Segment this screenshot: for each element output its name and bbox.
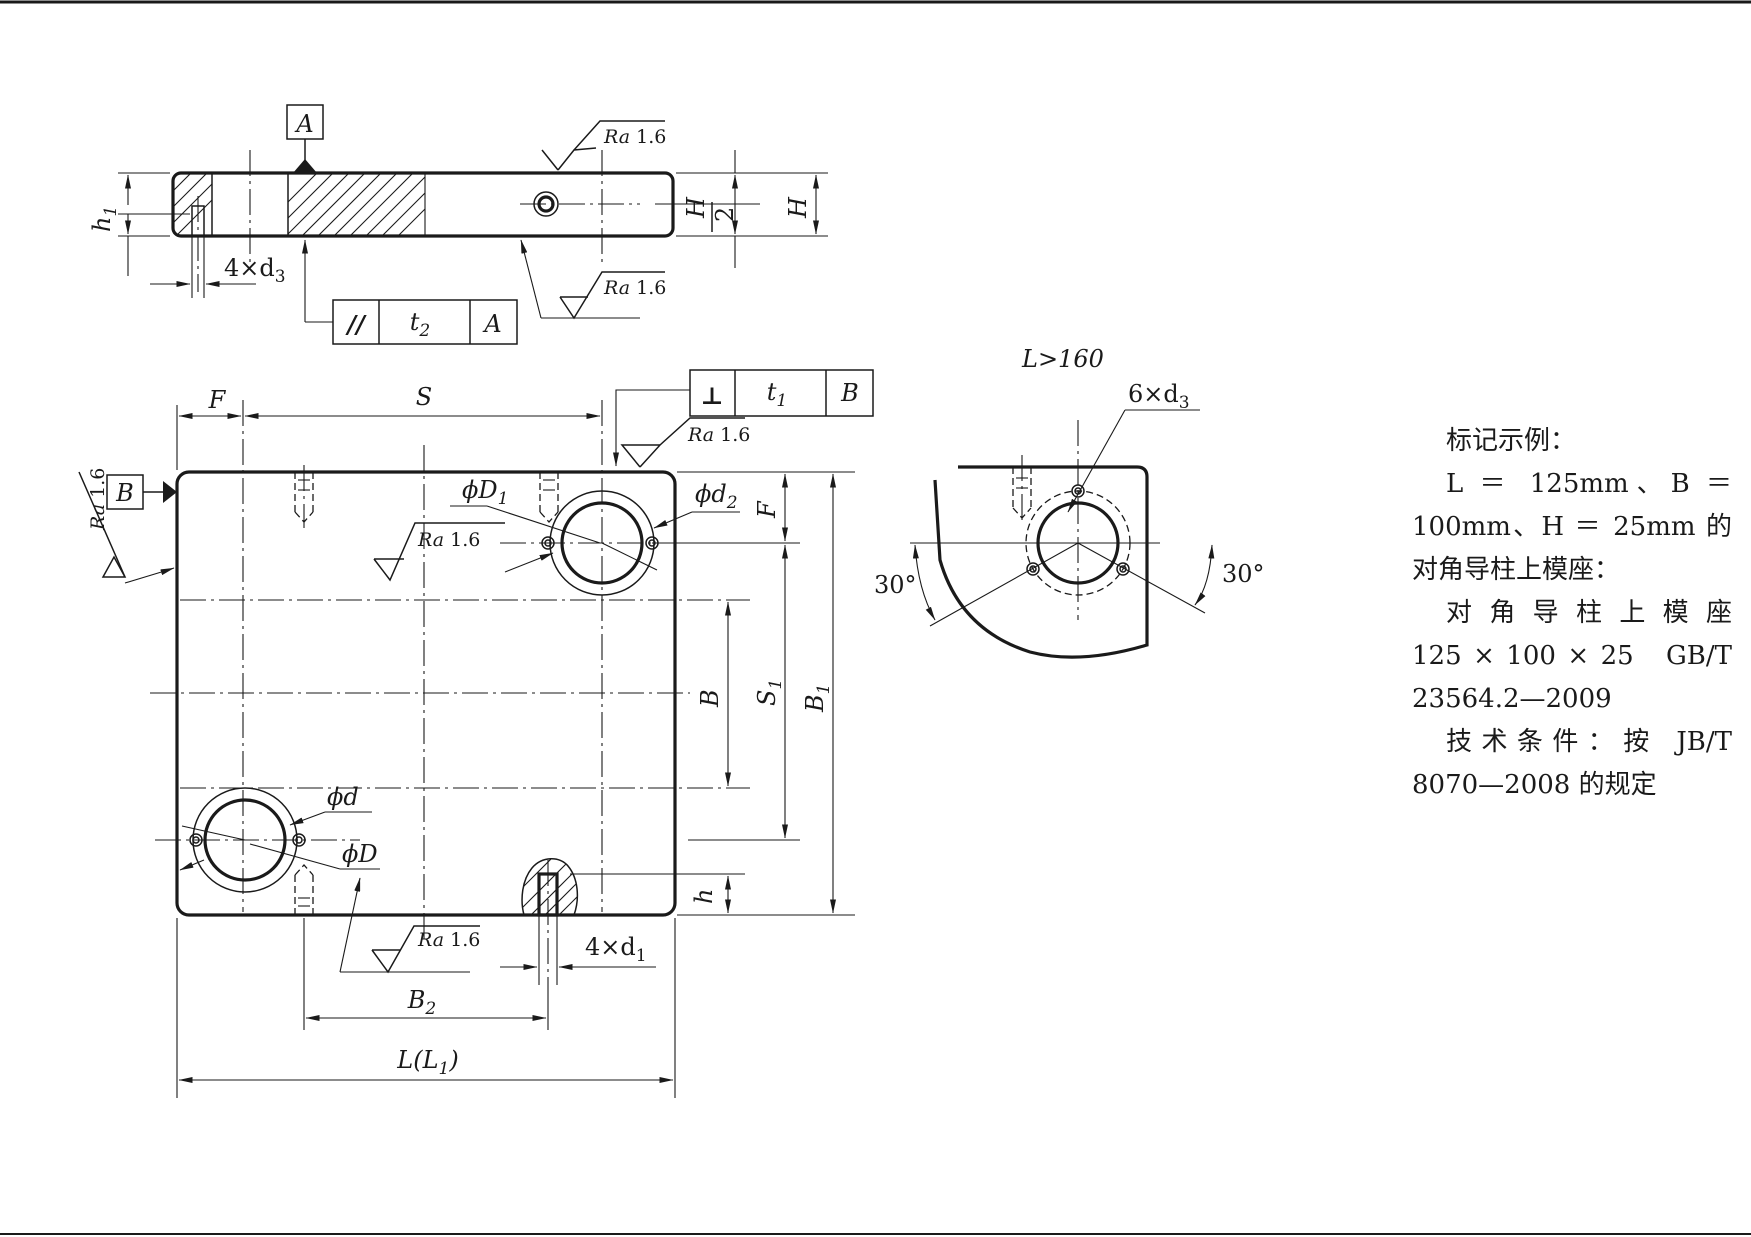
parallelism-value: t2 bbox=[410, 308, 430, 341]
L-L1-label: L(L1) bbox=[396, 1046, 458, 1079]
detail-view-outline bbox=[933, 465, 1149, 659]
dim-right-side: F S1 B B1 h bbox=[570, 471, 855, 916]
H-label: H bbox=[784, 196, 812, 219]
marking-example-note: 标记示例： L ＝ 125mm、B ＝ 100mm、H ＝ 25mm 的 对角导… bbox=[1412, 420, 1732, 807]
hidden-threaded-hole-top-left bbox=[294, 465, 314, 528]
angle-left-label: 30° bbox=[874, 571, 917, 599]
perpendicularity-symbol: ⊥ bbox=[700, 381, 723, 410]
hidden-threaded-hole-bottom-left bbox=[294, 864, 314, 915]
F-top-label: F bbox=[208, 386, 227, 414]
roughness-plan-top: Ra 1.6 bbox=[620, 417, 750, 468]
note-heading: 标记示例： bbox=[1446, 426, 1577, 456]
parallelism-symbol: // bbox=[345, 310, 367, 339]
datum-a: A bbox=[286, 104, 324, 173]
upper-hole-callouts: ϕD1 ϕd2 Ra 1.6 bbox=[373, 476, 740, 582]
note-line-1: L ＝ 125mm、B ＝ bbox=[1446, 469, 1732, 499]
detail-view-title: L>160 bbox=[1021, 345, 1104, 373]
H-over-2-den: 2 bbox=[711, 207, 739, 222]
perpendicularity-frame: ⊥ t1 B bbox=[613, 369, 874, 467]
section-hatch bbox=[288, 173, 425, 236]
side-hole-outer bbox=[533, 191, 559, 217]
datum-a-label: A bbox=[294, 110, 313, 138]
S1-label: S1 bbox=[753, 679, 786, 706]
svg-text:Ra 1.6: Ra 1.6 bbox=[417, 529, 480, 551]
side-hole-inner bbox=[537, 195, 555, 213]
side-view bbox=[171, 150, 675, 292]
dim-4d1: 4×d1 bbox=[500, 915, 656, 985]
B2-label: B2 bbox=[407, 986, 436, 1019]
S-label: S bbox=[416, 383, 432, 411]
lower-hole-callouts: ϕd ϕD Ra 1.6 bbox=[179, 783, 480, 974]
note-line-3: 对角导柱上模座： bbox=[1412, 555, 1621, 585]
hidden-threaded-hole-top-right bbox=[539, 472, 559, 523]
guide-bore-lower bbox=[203, 798, 287, 882]
svg-text:Ra 1.6: Ra 1.6 bbox=[603, 277, 666, 299]
phiD-label: ϕD bbox=[342, 840, 378, 868]
note-line-5: 125 × 100 × 25 GB/T bbox=[1412, 641, 1732, 671]
dim-H: H 2 H bbox=[655, 150, 828, 268]
note-line-2: 100mm、H ＝ 25mm 的 bbox=[1412, 512, 1732, 542]
roughness-side-top: Ra 1.6 bbox=[541, 120, 666, 171]
datum-b: B bbox=[106, 474, 177, 510]
h1-label: h1 bbox=[88, 206, 121, 232]
parallelism-datum: A bbox=[482, 310, 501, 338]
perpendicularity-datum: B bbox=[840, 379, 859, 407]
broken-out-section bbox=[521, 858, 579, 980]
h-label: h bbox=[690, 889, 718, 904]
angle-right-label: 30° bbox=[1222, 560, 1265, 588]
note-line-7: 技术条件：按 JB/T bbox=[1446, 727, 1732, 757]
roughness-side-bottom: Ra 1.6 bbox=[520, 239, 666, 320]
detail-view: L>160 6×d3 30° 30° bbox=[874, 345, 1265, 659]
perpendicularity-value: t1 bbox=[767, 378, 787, 411]
B1-label: B1 bbox=[801, 684, 834, 713]
phiD1-label: ϕD1 bbox=[462, 476, 508, 509]
four-d1-label: 4×d1 bbox=[585, 933, 647, 966]
roughness-left: Ra 1.6 bbox=[78, 468, 175, 584]
F-side-label: F bbox=[753, 500, 781, 519]
phid-label: ϕd bbox=[327, 783, 359, 811]
svg-text:Ra 1.6: Ra 1.6 bbox=[603, 126, 666, 148]
H-over-2-num: H bbox=[682, 196, 710, 219]
dim-F-S: F S bbox=[176, 383, 601, 470]
datum-b-label: B bbox=[115, 479, 134, 507]
dim-4d3: 4×d3 bbox=[150, 236, 286, 298]
phid2-label: ϕd2 bbox=[695, 480, 738, 513]
svg-text:Ra 1.6: Ra 1.6 bbox=[417, 929, 480, 951]
note-line-6: 23564.2—2009 bbox=[1412, 684, 1612, 714]
six-d3-label: 6×d3 bbox=[1128, 380, 1190, 413]
dim-B2-L: B2 L(L1) bbox=[176, 918, 676, 1098]
four-d3-label: 4×d3 bbox=[224, 254, 286, 287]
svg-text:Ra 1.6: Ra 1.6 bbox=[687, 424, 750, 446]
B-label: B bbox=[696, 689, 724, 708]
svg-text:Ra 1.6: Ra 1.6 bbox=[87, 468, 109, 531]
dim-h1: h1 bbox=[88, 172, 190, 276]
note-line-8: 8070—2008 的规定 bbox=[1412, 770, 1657, 800]
parallelism-frame: // t2 A bbox=[302, 239, 518, 345]
guide-bore-upper bbox=[560, 501, 644, 585]
note-line-4: 对 角 导 柱 上 模 座 bbox=[1446, 598, 1732, 628]
plan-view bbox=[150, 400, 750, 980]
